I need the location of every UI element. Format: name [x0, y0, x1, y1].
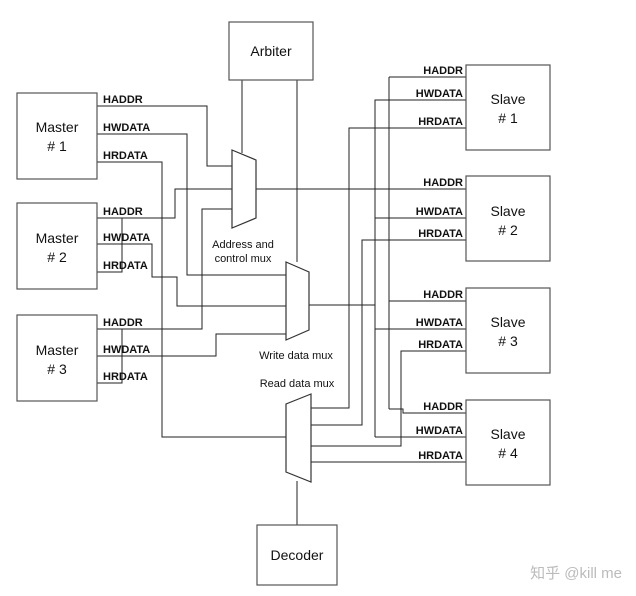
write-mux-caption: Write data mux [259, 350, 333, 362]
decoder-label: Decoder [271, 547, 324, 563]
m1-haddr-label: HADDR [103, 94, 143, 106]
s1-hwdata-label: HWDATA [416, 88, 463, 100]
wire-m2-haddr [97, 188, 232, 219]
slave-1-number: # 1 [498, 110, 518, 126]
slave-3-number: # 3 [498, 333, 518, 349]
s4-hwdata-label: HWDATA [416, 425, 463, 437]
wire-m3-haddr [97, 208, 232, 330]
wire-m2-hwdata [97, 243, 286, 307]
s3-hrdata-label: HRDATA [418, 339, 463, 351]
slave-2-label: Slave [490, 203, 525, 219]
master-1-block: Master # 1 [16, 92, 98, 180]
master-2-label: Master [36, 230, 79, 246]
watermark: 知乎 @kill me [530, 565, 622, 582]
slave-4-block: Slave # 4 [465, 399, 551, 486]
master-3-block: Master # 3 [16, 314, 98, 402]
master-3-number: # 3 [47, 361, 67, 377]
m2-hrdata-label: HRDATA [103, 260, 148, 272]
wire-s1-hrdata [311, 127, 466, 409]
arbiter-block: Arbiter [228, 21, 314, 81]
s1-hrdata-label: HRDATA [418, 116, 463, 128]
write-data-mux [285, 261, 310, 341]
m2-hwdata-label: HWDATA [103, 232, 150, 244]
address-mux-caption-line2: control mux [215, 253, 272, 265]
read-mux-caption: Read data mux [260, 378, 335, 390]
slave-3-label: Slave [490, 314, 525, 330]
slave-1-label: Slave [490, 91, 525, 107]
slave-4-label: Slave [490, 426, 525, 442]
master-1-number: # 1 [47, 138, 67, 154]
arbiter-label: Arbiter [250, 43, 292, 59]
s1-haddr-label: HADDR [423, 65, 463, 77]
master-3-label: Master [36, 342, 79, 358]
m2-haddr-label: HADDR [103, 206, 143, 218]
m3-haddr-label: HADDR [103, 317, 143, 329]
read-data-mux [285, 393, 312, 483]
address-control-mux [231, 149, 257, 229]
slave-2-number: # 2 [498, 222, 518, 238]
wire-s2-hrdata [311, 239, 466, 426]
s2-haddr-label: HADDR [423, 177, 463, 189]
s2-hwdata-label: HWDATA [416, 206, 463, 218]
decoder-block: Decoder [256, 524, 338, 586]
slave-1-block: Slave # 1 [465, 64, 551, 151]
m3-hrdata-label: HRDATA [103, 371, 148, 383]
wire-m2-hrdata [97, 218, 123, 273]
wire-s3-hrdata [311, 350, 466, 447]
slave-3-block: Slave # 3 [465, 287, 551, 374]
address-mux-caption-line1: Address and [212, 239, 274, 251]
master-2-block: Master # 2 [16, 202, 98, 290]
m1-hwdata-label: HWDATA [103, 122, 150, 134]
wire-m1-hrdata [97, 161, 286, 438]
s3-haddr-label: HADDR [423, 289, 463, 301]
slave-4-number: # 4 [498, 445, 518, 461]
master-1-label: Master [36, 119, 79, 135]
s4-hrdata-label: HRDATA [418, 450, 463, 462]
wire-m1-hwdata [97, 133, 286, 276]
wire-s4-haddr [389, 408, 466, 414]
master-2-number: # 2 [47, 249, 67, 265]
wires [97, 76, 466, 525]
m3-hwdata-label: HWDATA [103, 344, 150, 356]
wire-m3-hwdata [97, 333, 286, 357]
slave-2-block: Slave # 2 [465, 175, 551, 262]
s2-hrdata-label: HRDATA [418, 228, 463, 240]
s3-hwdata-label: HWDATA [416, 317, 463, 329]
wire-m3-hrdata [97, 329, 123, 384]
s4-haddr-label: HADDR [423, 401, 463, 413]
wire-s1-hwdata [374, 99, 466, 189]
m1-hrdata-label: HRDATA [103, 150, 148, 162]
wire-m1-haddr [97, 105, 232, 167]
